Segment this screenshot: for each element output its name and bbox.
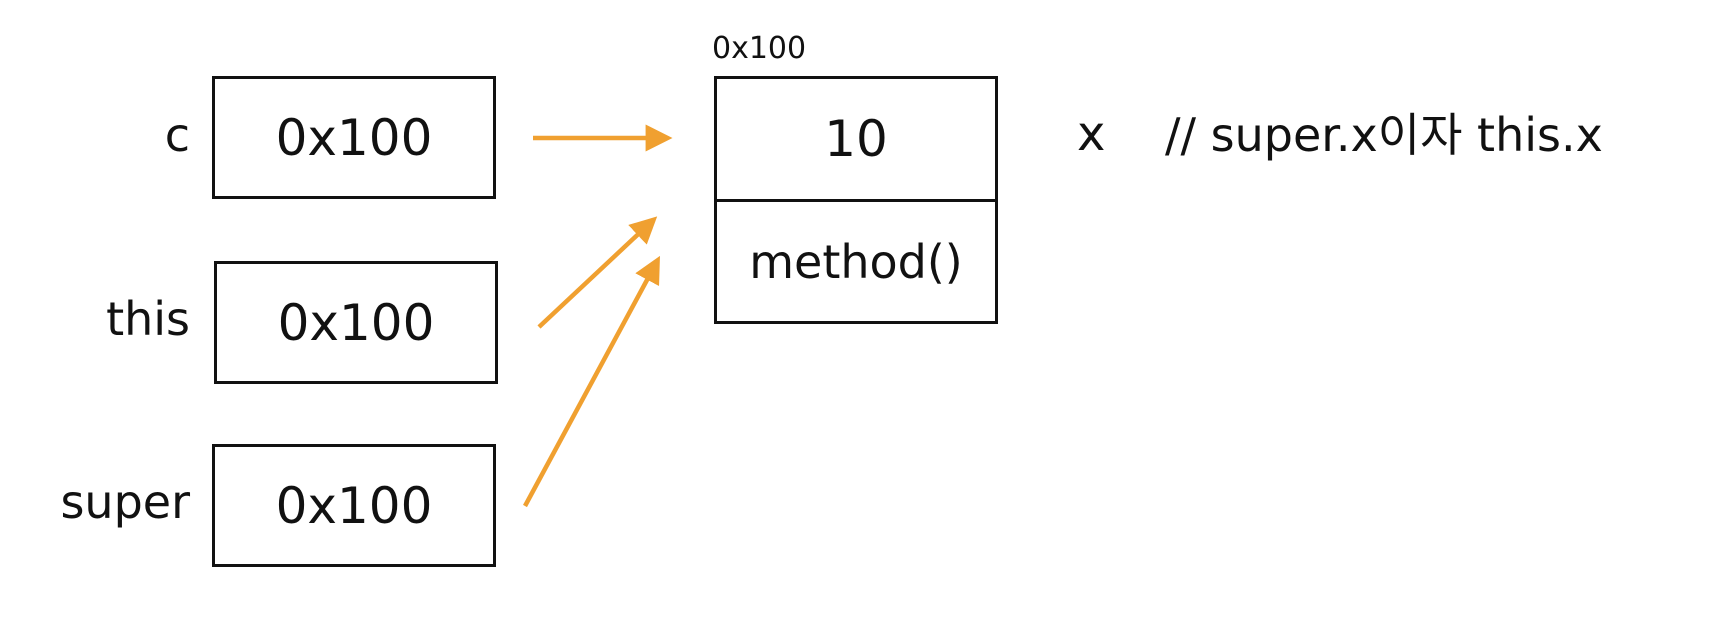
heap-method: method() <box>749 234 963 289</box>
heap-object: 10 method() <box>714 76 998 324</box>
ref-box-this: 0x100 <box>214 261 498 384</box>
ref-box-super: 0x100 <box>212 444 496 567</box>
var-label-this: this <box>106 292 190 346</box>
arrow-this <box>537 216 658 329</box>
arrow-super <box>523 255 660 508</box>
field-comment: // super.x이자 this.x <box>1165 108 1603 162</box>
var-label-c: c <box>164 108 190 162</box>
ref-box-c: 0x100 <box>212 76 496 199</box>
heap-field-value: 10 <box>717 79 995 202</box>
var-label-super: super <box>60 475 190 529</box>
field-name-x: x <box>1077 106 1106 162</box>
heap-address-label: 0x100 <box>712 31 807 66</box>
